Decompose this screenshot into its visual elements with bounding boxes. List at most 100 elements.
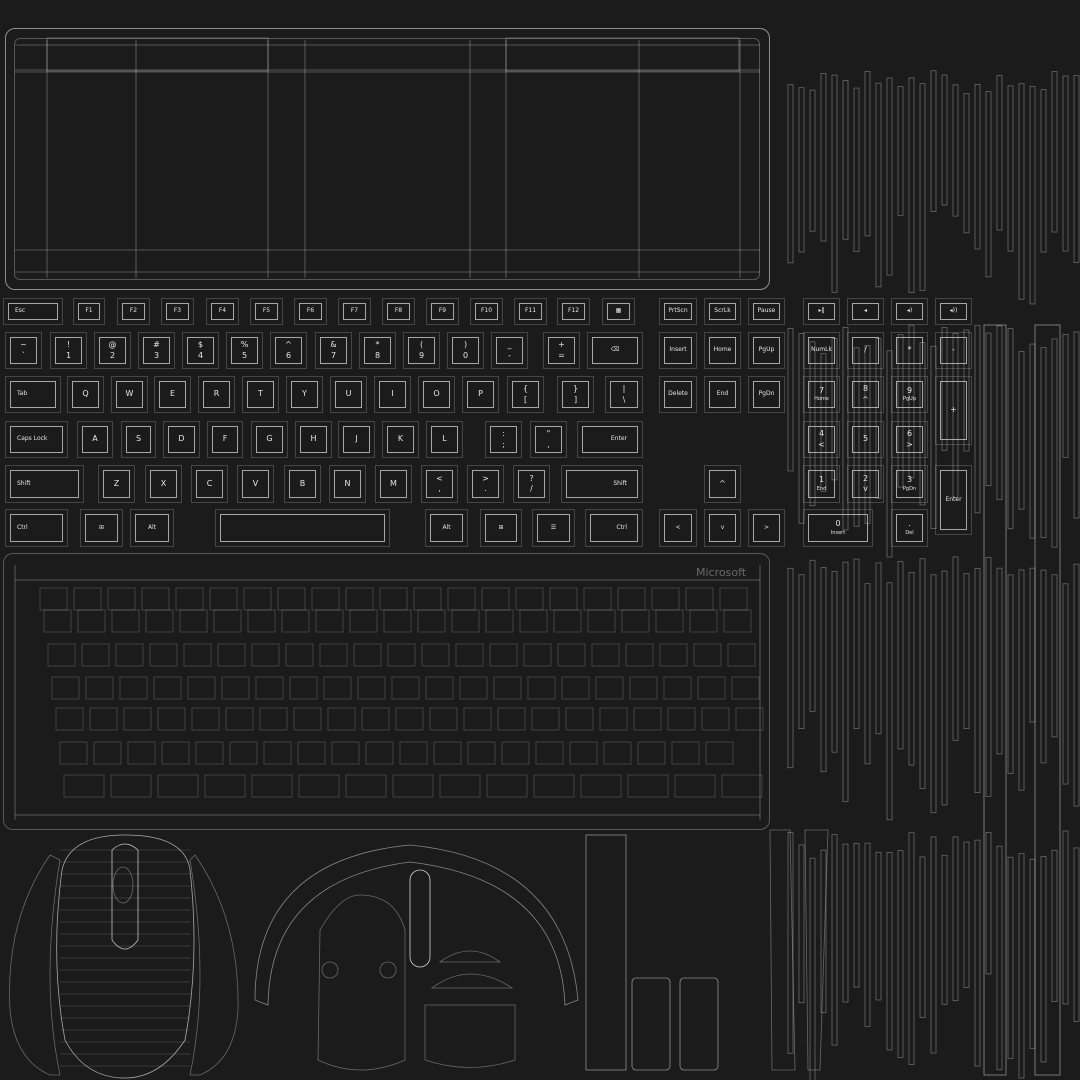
key-label: > [763, 523, 770, 531]
key-sublabel: , [438, 484, 441, 493]
keycap-outline [50, 332, 87, 369]
keycap-outline [226, 332, 263, 369]
mouse-side-right [189, 854, 239, 1076]
uv-long-strip [983, 324, 1007, 1076]
keycap-outline [426, 298, 459, 325]
keycap-outline [338, 421, 375, 458]
foot-pad [631, 977, 671, 1071]
keycap-outline [891, 298, 928, 325]
uv-strip [930, 836, 937, 1054]
key-sublabel: 3 [153, 350, 160, 360]
key-label: 9 [906, 385, 913, 395]
key-label: F5 [262, 307, 271, 315]
base-key-slot [127, 741, 156, 765]
keycap: Home [709, 337, 736, 364]
keycap-outline [704, 465, 741, 503]
panel-section [505, 37, 740, 72]
uv-strip [974, 839, 981, 1067]
uv-strip [952, 556, 959, 741]
keycap-outline [847, 465, 884, 503]
key-sublabel: ` [21, 350, 26, 360]
uv-strip [1029, 85, 1036, 305]
base-key-slot [459, 676, 488, 700]
key-label: ^ [719, 478, 726, 488]
keycap-outline [421, 465, 458, 503]
base-key-slot [580, 774, 622, 798]
key-sublabel: ^ [862, 394, 869, 404]
keycap-outline [847, 421, 884, 458]
keycap-outline [215, 509, 390, 547]
key-sublabel: End [816, 485, 827, 492]
keycap: Delete [664, 381, 692, 408]
uv-strip [787, 84, 794, 264]
key-label: - [952, 345, 955, 355]
base-key-slot [345, 774, 387, 798]
key-label: E [169, 389, 176, 399]
keycap-outline [935, 332, 972, 369]
base-key-slot [553, 609, 582, 633]
keycap: 4< [808, 426, 835, 453]
keycap: 8^ [852, 381, 879, 408]
base-key-slot [149, 643, 178, 667]
key-label: F7 [350, 307, 359, 315]
base-key-slot [229, 741, 258, 765]
uv-strip [941, 570, 948, 806]
key-label: D [178, 434, 185, 444]
base-key-slot [447, 587, 476, 611]
keycap-outline [514, 298, 547, 325]
keycap-outline [935, 298, 972, 325]
keycap: >. [472, 470, 499, 498]
base-key-slot [195, 741, 224, 765]
keycap-outline [284, 465, 321, 503]
base-key-slot [298, 774, 340, 798]
keycap-outline [315, 332, 352, 369]
base-key-slot [531, 707, 560, 731]
keycap: += [548, 337, 575, 364]
base-key-slot [557, 643, 586, 667]
keycap: }] [562, 381, 589, 408]
base-key-slot [221, 676, 250, 700]
panel-section [46, 37, 269, 72]
keycap: R [203, 381, 230, 408]
key-label: ☰ [550, 523, 557, 531]
key-label: ◂) [906, 307, 913, 315]
keycap-outline [80, 509, 123, 547]
keycap: G [256, 426, 283, 453]
uv-strip [963, 329, 970, 452]
base-key-slot [591, 643, 620, 667]
keycap: ☰ [537, 514, 570, 542]
keycap-outline [145, 465, 182, 503]
key-label: PrtScn [668, 307, 688, 315]
uv-strip [875, 562, 882, 735]
key-label: $ [197, 340, 204, 350]
key-label: H [310, 434, 317, 444]
uv-strip [820, 353, 827, 492]
keycap-outline [659, 509, 697, 547]
uv-strip [897, 334, 904, 488]
keycap-outline [561, 465, 643, 503]
base-key-slot [387, 643, 416, 667]
keycap: Alt [135, 514, 169, 542]
keycap-outline [803, 465, 840, 503]
keycap: U [335, 381, 362, 408]
volume-down-icon: ◂) [896, 303, 923, 320]
base-key-slot [501, 741, 530, 765]
key-sublabel: PgDn [902, 485, 917, 492]
key-f5: F5 [255, 303, 278, 320]
keycap: ?/ [518, 470, 545, 498]
uv-strip [864, 345, 871, 524]
uv-strip [853, 843, 860, 988]
keycap-outline [286, 376, 323, 413]
keycap-outline [330, 376, 367, 413]
uv-strip [831, 571, 838, 753]
base-key-slot [47, 643, 76, 667]
keycap-outline [659, 298, 697, 325]
keycap-outline [98, 465, 135, 503]
uv-strip [974, 83, 981, 250]
uv-strip [798, 574, 805, 729]
key-sublabel: Insert [830, 529, 846, 536]
key-sublabel: 5 [241, 350, 248, 360]
key-label: < [436, 473, 443, 483]
keycap: Ctrl [590, 514, 638, 542]
